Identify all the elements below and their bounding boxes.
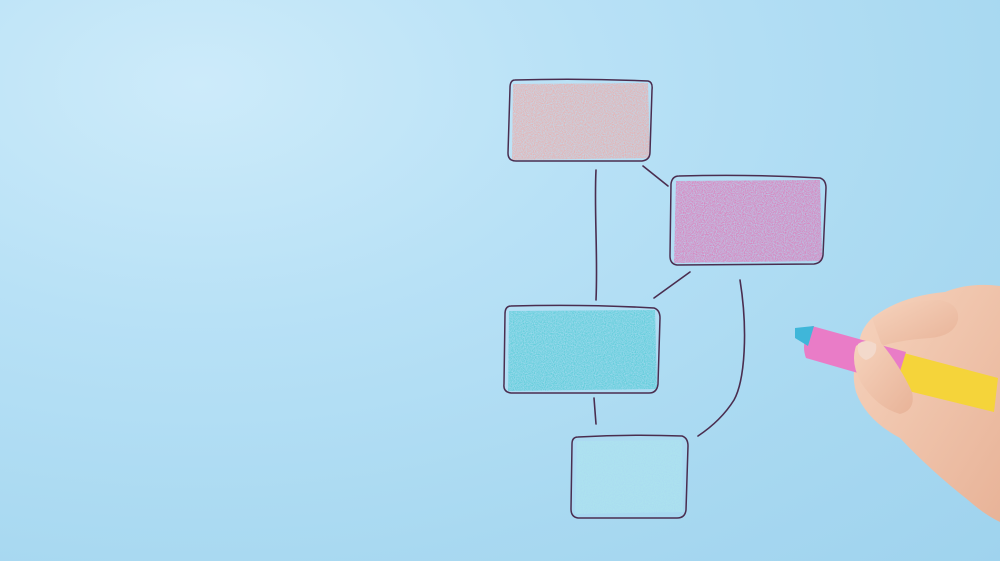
connector-right-to-middle bbox=[653, 271, 691, 299]
middle-box bbox=[503, 304, 661, 394]
connector-top-to-middle bbox=[594, 169, 598, 301]
right-box bbox=[669, 174, 827, 266]
top-box bbox=[507, 78, 653, 162]
connector-right-to-bottom bbox=[697, 279, 746, 437]
bottom-box bbox=[570, 434, 689, 519]
connector-top-to-right bbox=[642, 165, 669, 187]
hand-with-marker bbox=[795, 284, 1000, 522]
connector-middle-to-bottom bbox=[593, 397, 597, 425]
connector-lines bbox=[593, 165, 746, 437]
